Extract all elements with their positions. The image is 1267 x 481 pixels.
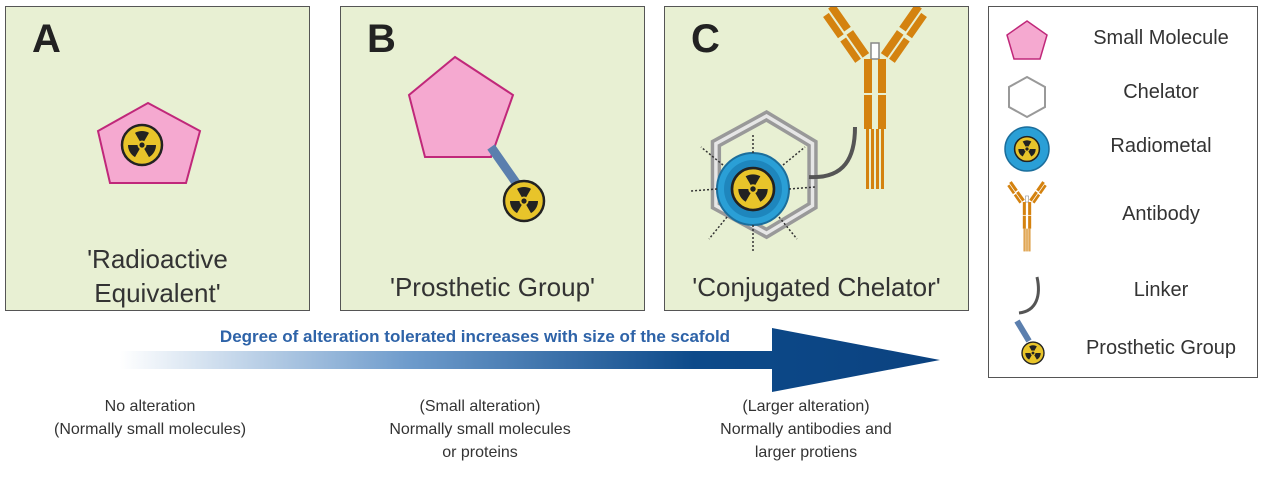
legend-label: Antibody xyxy=(1122,203,1200,225)
panel-b: B 'Prosthetic Group' xyxy=(340,6,645,311)
radioactive-equivalent-illustration xyxy=(96,101,202,184)
panel-a: A 'Radioactive Equivalent' xyxy=(5,6,310,311)
arrow-title: Degree of alteration tolerated increases… xyxy=(219,327,731,346)
legend-label: Radiometal xyxy=(1110,135,1212,157)
linker-curve xyxy=(808,126,857,180)
panel-letter: B xyxy=(367,17,396,61)
legend-item-prosthetic-group: Prosthetic Group xyxy=(989,319,1257,375)
bottom-label-small-alteration: (Small alteration) Normally small molecu… xyxy=(389,398,571,462)
chelator-hexagon xyxy=(710,110,818,240)
prosthetic-group-illustration xyxy=(407,55,546,223)
antibody-icon xyxy=(820,7,930,190)
linker-icon xyxy=(1018,276,1040,315)
coordination-bonds xyxy=(690,133,816,253)
legend-label: Small Molecule xyxy=(1093,27,1229,49)
panel-caption: 'Prosthetic Group' xyxy=(389,272,596,302)
radiation-symbol-icon xyxy=(730,166,776,212)
bottom-label-larger-alteration: (Larger alteration) Normally antibodies … xyxy=(720,398,892,462)
conjugated-chelator-illustration xyxy=(690,7,930,253)
legend-item-chelator: Chelator xyxy=(989,67,1257,123)
panel-caption: 'Radioactive Equivalent' xyxy=(87,244,228,308)
legend-item-small-molecule: Small Molecule xyxy=(989,13,1257,69)
legend-label: Chelator xyxy=(1123,81,1199,103)
legend-label: Linker xyxy=(1133,279,1189,301)
small-molecule-pentagon xyxy=(407,55,515,158)
panel-c: C 'Conjugated Chelator' xyxy=(664,6,969,311)
legend-label: Prosthetic Group xyxy=(1085,337,1237,359)
prosthetic-group-icon xyxy=(1014,319,1045,365)
panel-letter: C xyxy=(691,17,720,61)
radiation-symbol-icon xyxy=(120,123,164,167)
panel-letter: A xyxy=(32,17,61,61)
bottom-label-no-alteration: No alteration (Normally small molecules) xyxy=(53,398,247,439)
prosthetic-link xyxy=(487,144,523,190)
antibody-icon xyxy=(1006,180,1048,252)
scale-arrow xyxy=(120,328,940,392)
radiometal-icon xyxy=(1004,126,1050,172)
legend-item-antibody: Antibody xyxy=(989,179,1257,255)
legend-item-linker: Linker xyxy=(989,265,1257,321)
hexagon-icon xyxy=(1008,75,1046,119)
radiation-symbol-icon xyxy=(502,179,546,223)
panel-caption: 'Conjugated Chelator' xyxy=(692,272,941,302)
legend-box: Small Molecule Chelator Radiometal Antib… xyxy=(988,6,1258,378)
pentagon-icon xyxy=(1006,20,1048,60)
legend-item-radiometal: Radiometal xyxy=(989,121,1257,177)
